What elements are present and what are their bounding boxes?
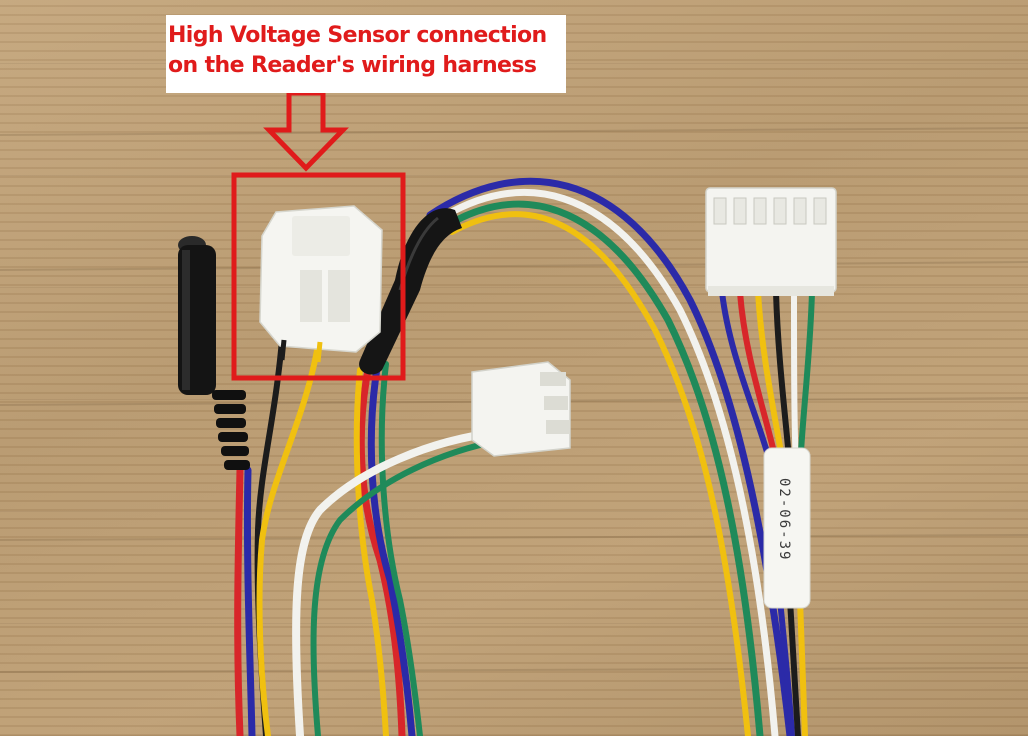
cable-tag-text: 02-06-39 xyxy=(776,478,792,561)
jack-strain-relief xyxy=(212,390,250,470)
annotation-caption: High Voltage Sensor connection on the Re… xyxy=(166,15,566,93)
heatshrink-sleeve xyxy=(359,208,462,375)
caption-line-1: High Voltage Sensor connection xyxy=(168,23,547,48)
high-voltage-sensor-connector xyxy=(259,205,383,363)
caption-line-2: on the Reader's wiring harness xyxy=(168,53,537,78)
left-wire-bundle xyxy=(234,337,321,736)
highlight-box xyxy=(231,172,406,381)
cable-label-tag: 02-06-39 xyxy=(763,447,811,609)
down-arrow-icon xyxy=(263,90,349,172)
audio-jack xyxy=(178,236,250,470)
three-pin-connector xyxy=(471,361,571,457)
six-pin-connector xyxy=(705,187,837,296)
